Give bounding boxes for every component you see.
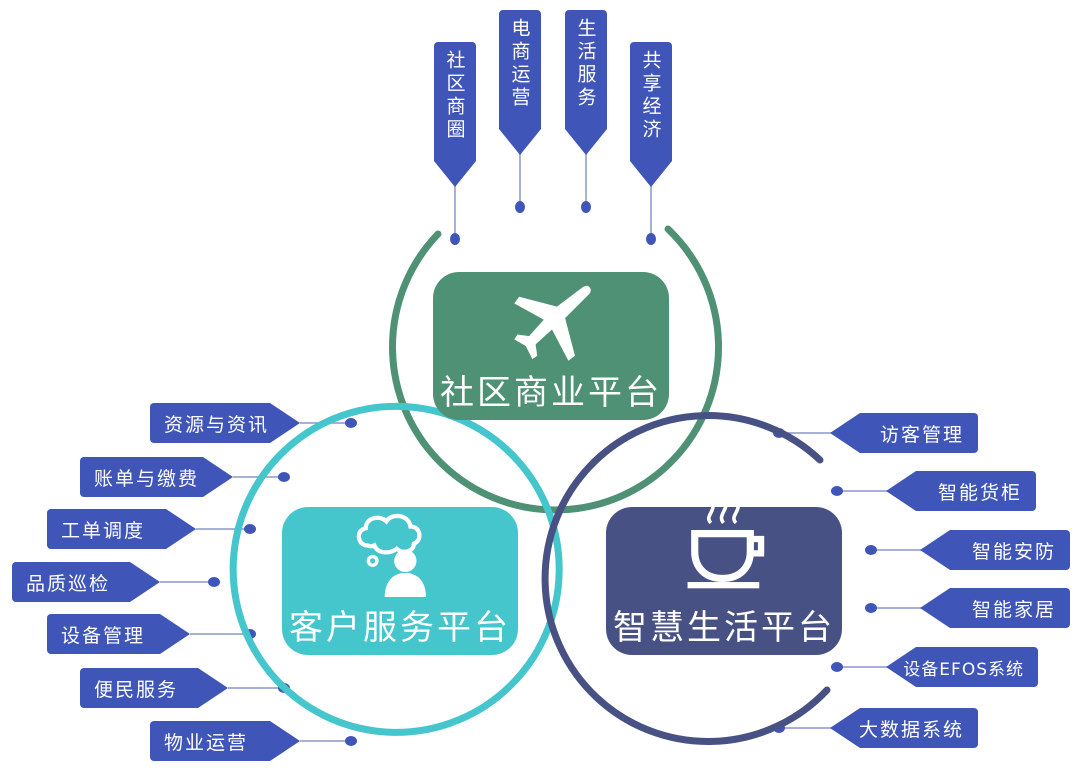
left-tag-work-orders[interactable]: 工单调度 <box>47 509 196 549</box>
life-platform-title: 智慧生活平台 <box>613 608 835 648</box>
right-tag-visitor[interactable]: 访客管理 <box>830 413 978 453</box>
right-tag-big-data[interactable]: 大数据系统 <box>830 708 978 748</box>
right-tag-efos-system[interactable]: 设备EFOS系统 <box>886 647 1038 687</box>
left-tag-resources[interactable]: 资源与资讯 <box>150 403 300 443</box>
top-tag-ecommerce[interactable]: 电商运营 <box>499 10 541 155</box>
coffee-cup-icon <box>687 494 765 589</box>
left-tag-convenience[interactable]: 便民服务 <box>80 668 228 708</box>
community-platform-box[interactable]: 社区商业平台 <box>433 272 669 420</box>
customer-platform-title: 客户服务平台 <box>289 608 511 648</box>
right-tag-smart-home[interactable]: 智能家居 <box>920 588 1070 628</box>
life-platform-box[interactable]: 智慧生活平台 <box>606 494 842 655</box>
right-tag-smart-security[interactable]: 智能安防 <box>920 530 1070 570</box>
right-tag-smart-locker[interactable]: 智能货柜 <box>886 471 1036 511</box>
left-tag-quality-inspection[interactable]: 品质巡检 <box>12 562 160 602</box>
customer-platform-box[interactable]: 客户服务平台 <box>282 507 518 655</box>
airplane-icon <box>514 285 591 361</box>
customer-service-icon <box>356 513 426 597</box>
left-tag-property[interactable]: 物业运营 <box>150 721 300 761</box>
left-tag-billing[interactable]: 账单与缴费 <box>80 457 233 497</box>
top-tag-sharing-economy[interactable]: 共享经济 <box>630 42 672 187</box>
community-platform-title: 社区商业平台 <box>440 373 662 413</box>
top-tag-community-business[interactable]: 社区商圈 <box>434 42 476 187</box>
ring-life <box>541 412 831 745</box>
ring-customer <box>229 402 563 736</box>
top-tag-life-services[interactable]: 生活服务 <box>565 10 607 155</box>
left-tag-equipment[interactable]: 设备管理 <box>47 614 190 654</box>
